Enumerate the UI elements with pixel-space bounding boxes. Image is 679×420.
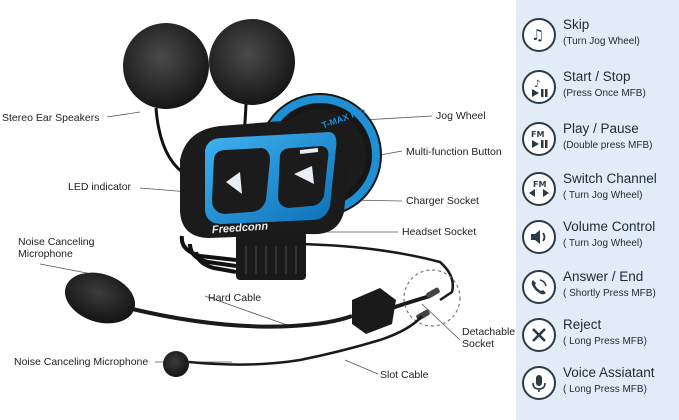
feature-title: Answer / End (563, 269, 644, 284)
label-jog-wheel: Jog Wheel (436, 110, 486, 122)
feature-reject: Reject ( Long Press MFB) (522, 314, 679, 358)
feature-subtitle: ( Turn Jog Wheel) (563, 190, 643, 201)
feature-title: Volume Control (563, 219, 656, 234)
microphone-icon (522, 366, 556, 400)
play-pause-icon: ♪ (522, 70, 556, 104)
label-detachable-socket: Detachable Socket (462, 326, 516, 350)
svg-text:♫: ♫ (531, 26, 544, 44)
feature-subtitle: (Double press MFB) (563, 140, 653, 151)
feature-subtitle: (Press Once MFB) (563, 88, 646, 99)
label-noise-mic-1: Noise Canceling Microphone (18, 236, 95, 260)
feature-title: Reject (563, 317, 602, 332)
slot-cable-microphone (163, 315, 423, 377)
label-slot-cable: Slot Cable (380, 369, 429, 381)
skip-icon: ♫ (522, 18, 556, 52)
product-illustration: Freedconn T-MAX Pro (39, 19, 461, 377)
left-ear-speaker (123, 23, 209, 109)
label-headset-socket: Headset Socket (402, 226, 477, 238)
feature-answer-end: Answer / End ( Shortly Press MFB) (522, 266, 679, 310)
phone-reject-icon (522, 318, 556, 352)
svg-text:FM: FM (533, 180, 546, 189)
label-charger-socket: Charger Socket (406, 195, 479, 207)
feature-start-stop: ♪ Start / Stop (Press Once MFB) (522, 66, 679, 110)
brand-logo: Freedconn (212, 220, 269, 236)
feature-subtitle: ( Shortly Press MFB) (563, 288, 656, 299)
feature-volume-control: Volume Control ( Turn Jog Wheel) (522, 216, 679, 260)
feature-title: Play / Pause (563, 121, 639, 136)
feature-title: Switch Channel (563, 171, 657, 186)
feature-switch-channel: FM Switch Channel ( Turn Jog Wheel) (522, 168, 679, 212)
feature-subtitle: ( Turn Jog Wheel) (563, 238, 643, 249)
label-led-indicator: LED indicator (68, 181, 132, 193)
fm-switch-icon: FM (522, 172, 556, 206)
label-stereo-ear-speakers: Stereo Ear Speakers (2, 112, 100, 124)
svg-text:♪: ♪ (534, 79, 540, 90)
feature-title: Voice Assiatant (563, 365, 655, 380)
volume-icon (522, 220, 556, 254)
feature-panel: ♫ Skip (Turn Jog Wheel) ♪ Start / Stop (… (516, 0, 679, 420)
right-ear-speaker (209, 19, 295, 105)
mounting-clamp (179, 232, 306, 280)
detachable-socket-highlight (403, 269, 461, 327)
feature-subtitle: ( Long Press MFB) (563, 384, 647, 395)
feature-subtitle: (Turn Jog Wheel) (563, 36, 640, 47)
svg-text:FM: FM (531, 130, 544, 139)
intercom-body (180, 118, 351, 238)
feature-title: Start / Stop (563, 69, 631, 84)
feature-play-pause: FM Play / Pause (Double press MFB) (522, 118, 679, 162)
label-multi-function-button: Multi-function Button (406, 146, 502, 158)
feature-title: Skip (563, 17, 590, 32)
feature-skip: ♫ Skip (Turn Jog Wheel) (522, 14, 679, 58)
feature-subtitle: ( Long Press MFB) (563, 336, 647, 347)
label-hard-cable: Hard Cable (208, 292, 262, 304)
feature-voice-assistant: Voice Assiatant ( Long Press MFB) (522, 362, 679, 406)
boom-microphone (64, 272, 431, 334)
fm-play-icon: FM (522, 122, 556, 156)
phone-answer-icon (522, 270, 556, 304)
label-noise-mic-2: Noise Canceling Microphone (14, 356, 149, 368)
